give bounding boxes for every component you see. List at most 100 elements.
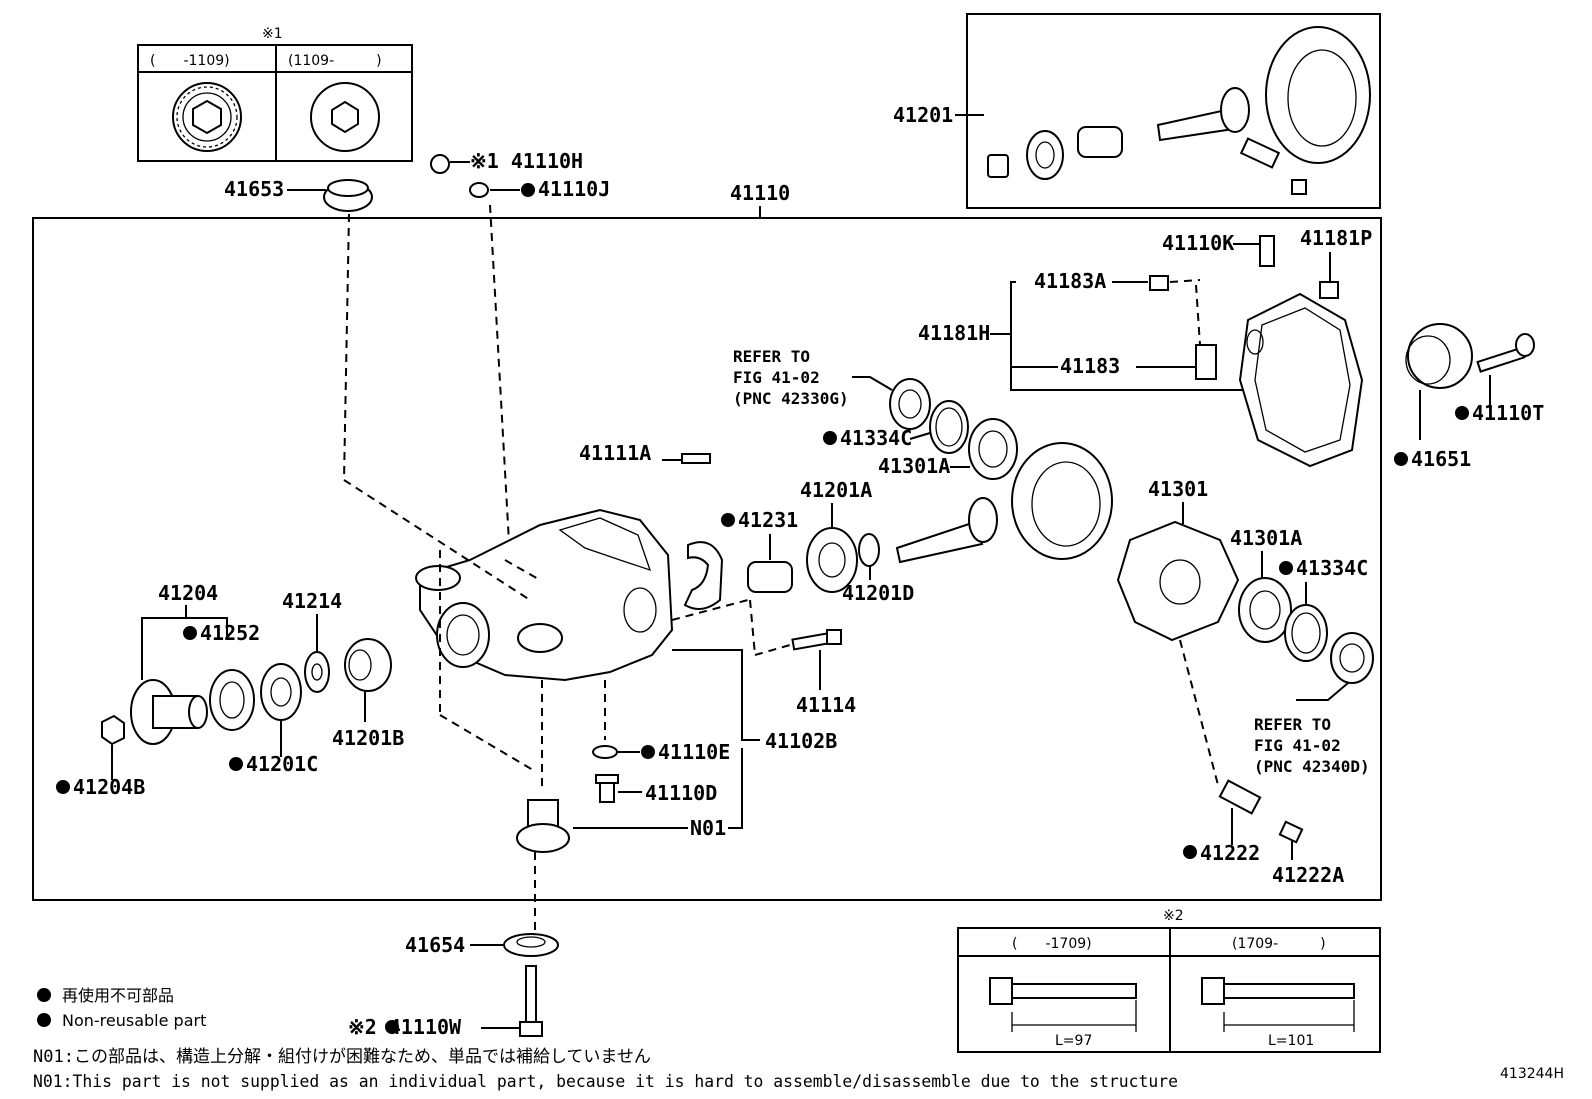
part-oil-seal-top[interactable] <box>889 378 931 430</box>
part-41301-diff-case[interactable] <box>1116 520 1240 642</box>
part-41334C-shim-right[interactable] <box>1284 604 1328 662</box>
part-41252-seal[interactable] <box>209 669 255 731</box>
note-en: N01:This part is not supplied as an indi… <box>33 1072 1178 1092</box>
label-41222A[interactable]: 41222A <box>1272 863 1344 887</box>
part-41204-flange[interactable] <box>130 679 208 745</box>
part-41183-plate[interactable] <box>1195 344 1217 380</box>
label-41110T[interactable]: 41110T <box>1472 401 1544 425</box>
label-41114[interactable]: 41114 <box>796 693 856 717</box>
part-rear-cover[interactable] <box>1238 292 1364 468</box>
pinion-bearing-icon <box>1026 130 1064 180</box>
part-41111A-pin[interactable] <box>681 453 711 464</box>
part-41110J-gasket[interactable] <box>469 182 489 198</box>
label-41334C-right[interactable]: 41334C <box>1296 556 1368 580</box>
part-41110W-bolt[interactable] <box>519 965 543 1037</box>
legend-bullet <box>37 988 51 1002</box>
label-41204B[interactable]: 41204B <box>73 775 145 799</box>
label-41183[interactable]: 41183 <box>1060 354 1120 378</box>
part-drive-pinion[interactable] <box>895 497 998 564</box>
label-41102B[interactable]: 41102B <box>765 729 837 753</box>
part-41201D-washer[interactable] <box>858 533 880 567</box>
label-41110D[interactable]: 41110D <box>645 781 717 805</box>
pinion-nut-icon <box>987 154 1009 178</box>
drain-plug-new-icon <box>310 82 380 152</box>
lock-bolt-icon <box>1291 179 1307 195</box>
non-reusable-marker <box>823 431 837 445</box>
label-N01[interactable]: N01 <box>690 816 726 840</box>
label-41222[interactable]: 41222 <box>1200 841 1260 865</box>
non-reusable-marker <box>721 513 735 527</box>
label-41231[interactable]: 41231 <box>738 508 798 532</box>
part-41653[interactable] <box>323 179 373 212</box>
part-41334C-shim-top[interactable] <box>929 400 969 454</box>
part-41181P-bolt[interactable] <box>1319 281 1339 299</box>
part-41222-lock-plate[interactable] <box>1218 779 1262 815</box>
label-41110J[interactable]: 41110J <box>538 177 610 201</box>
label-41110H[interactable]: ※1 41110H <box>470 149 583 173</box>
label-41181H[interactable]: 41181H <box>918 321 990 345</box>
inset-2-col-left: ( -1709) <box>1012 936 1092 952</box>
label-41252[interactable]: 41252 <box>200 621 260 645</box>
label-41301A-right[interactable]: 41301A <box>1230 526 1302 550</box>
part-41110E-gasket[interactable] <box>592 745 618 759</box>
label-41110W[interactable]: ※2 41110W <box>348 1015 462 1039</box>
part-41231-spacer[interactable] <box>747 561 793 593</box>
label-41201[interactable]: 41201 <box>893 103 953 127</box>
part-oil-seal-right[interactable] <box>1330 632 1374 684</box>
label-41651[interactable]: 41651 <box>1411 447 1471 471</box>
part-41110T-bolt[interactable] <box>1476 333 1535 373</box>
label-41334C-top[interactable]: 41334C <box>840 426 912 450</box>
part-41110K-breather[interactable] <box>1259 235 1275 267</box>
note-jp: N01:この部品は、構造上分解・組付けが困難なため、単品では補給していません <box>33 1047 651 1067</box>
part-41651-cap[interactable] <box>1405 323 1473 389</box>
bolt-long-icon <box>1201 977 1355 1005</box>
part-ring-gear[interactable] <box>1011 442 1113 560</box>
label-41111A[interactable]: 41111A <box>579 441 651 465</box>
label-41214[interactable]: 41214 <box>282 589 342 613</box>
part-41214-washer[interactable] <box>304 651 330 693</box>
label-41654[interactable]: 41654 <box>405 933 465 957</box>
legend-en: Non-reusable part <box>62 1011 206 1030</box>
label-41110E[interactable]: 41110E <box>658 740 730 764</box>
part-41204B-nut[interactable] <box>101 714 125 746</box>
label-41201B[interactable]: 41201B <box>332 726 404 750</box>
non-reusable-marker <box>641 745 655 759</box>
inset-2: ※2 ( -1709) (1709- ) L=97 L=101 <box>957 908 1381 1053</box>
part-N01-bushing[interactable] <box>516 799 570 853</box>
label-41204[interactable]: 41204 <box>158 581 218 605</box>
label-41110K[interactable]: 41110K <box>1162 231 1234 255</box>
legend-jp: 再使用不可部品 <box>62 986 174 1005</box>
drain-plug-old-icon <box>172 82 242 152</box>
part-41201B-bearing[interactable] <box>344 638 392 692</box>
diagram-id: 413244H <box>1500 1066 1564 1082</box>
part-41301A-bearing-top[interactable] <box>968 418 1018 480</box>
part-diff-carrier-housing[interactable] <box>415 508 674 682</box>
label-41201A[interactable]: 41201A <box>800 478 872 502</box>
part-41222A-bolt[interactable] <box>1278 820 1304 844</box>
part-41654-cushion[interactable] <box>503 933 559 957</box>
label-41301A-top[interactable]: 41301A <box>878 454 950 478</box>
label-41183A[interactable]: 41183A <box>1034 269 1106 293</box>
label-41110[interactable]: 41110 <box>730 181 790 205</box>
refer-right-line1: REFER TO <box>1254 715 1331 734</box>
label-41201D[interactable]: 41201D <box>842 581 914 605</box>
part-41110H-plug[interactable] <box>430 154 450 174</box>
non-reusable-marker <box>385 1020 399 1034</box>
inset-2-mark: ※2 <box>1163 908 1184 924</box>
part-41183A-bolt[interactable] <box>1149 275 1169 291</box>
inset-1: ※1 ( -1109) (1109- ) <box>137 26 413 162</box>
non-reusable-marker <box>1183 845 1197 859</box>
part-bearing-cap[interactable] <box>683 541 724 610</box>
label-41301[interactable]: 41301 <box>1148 477 1208 501</box>
lock-plate-icon <box>1239 137 1281 169</box>
label-41201C[interactable]: 41201C <box>246 752 318 776</box>
part-41114-bolt[interactable] <box>791 629 842 651</box>
non-reusable-marker <box>1394 452 1408 466</box>
part-41110D-plug[interactable] <box>595 774 619 803</box>
part-41301A-bearing-right[interactable] <box>1238 577 1292 643</box>
part-41201C-bearing[interactable] <box>260 663 302 721</box>
label-41653[interactable]: 41653 <box>224 177 284 201</box>
non-reusable-marker <box>56 780 70 794</box>
label-41181P[interactable]: 41181P <box>1300 226 1372 250</box>
